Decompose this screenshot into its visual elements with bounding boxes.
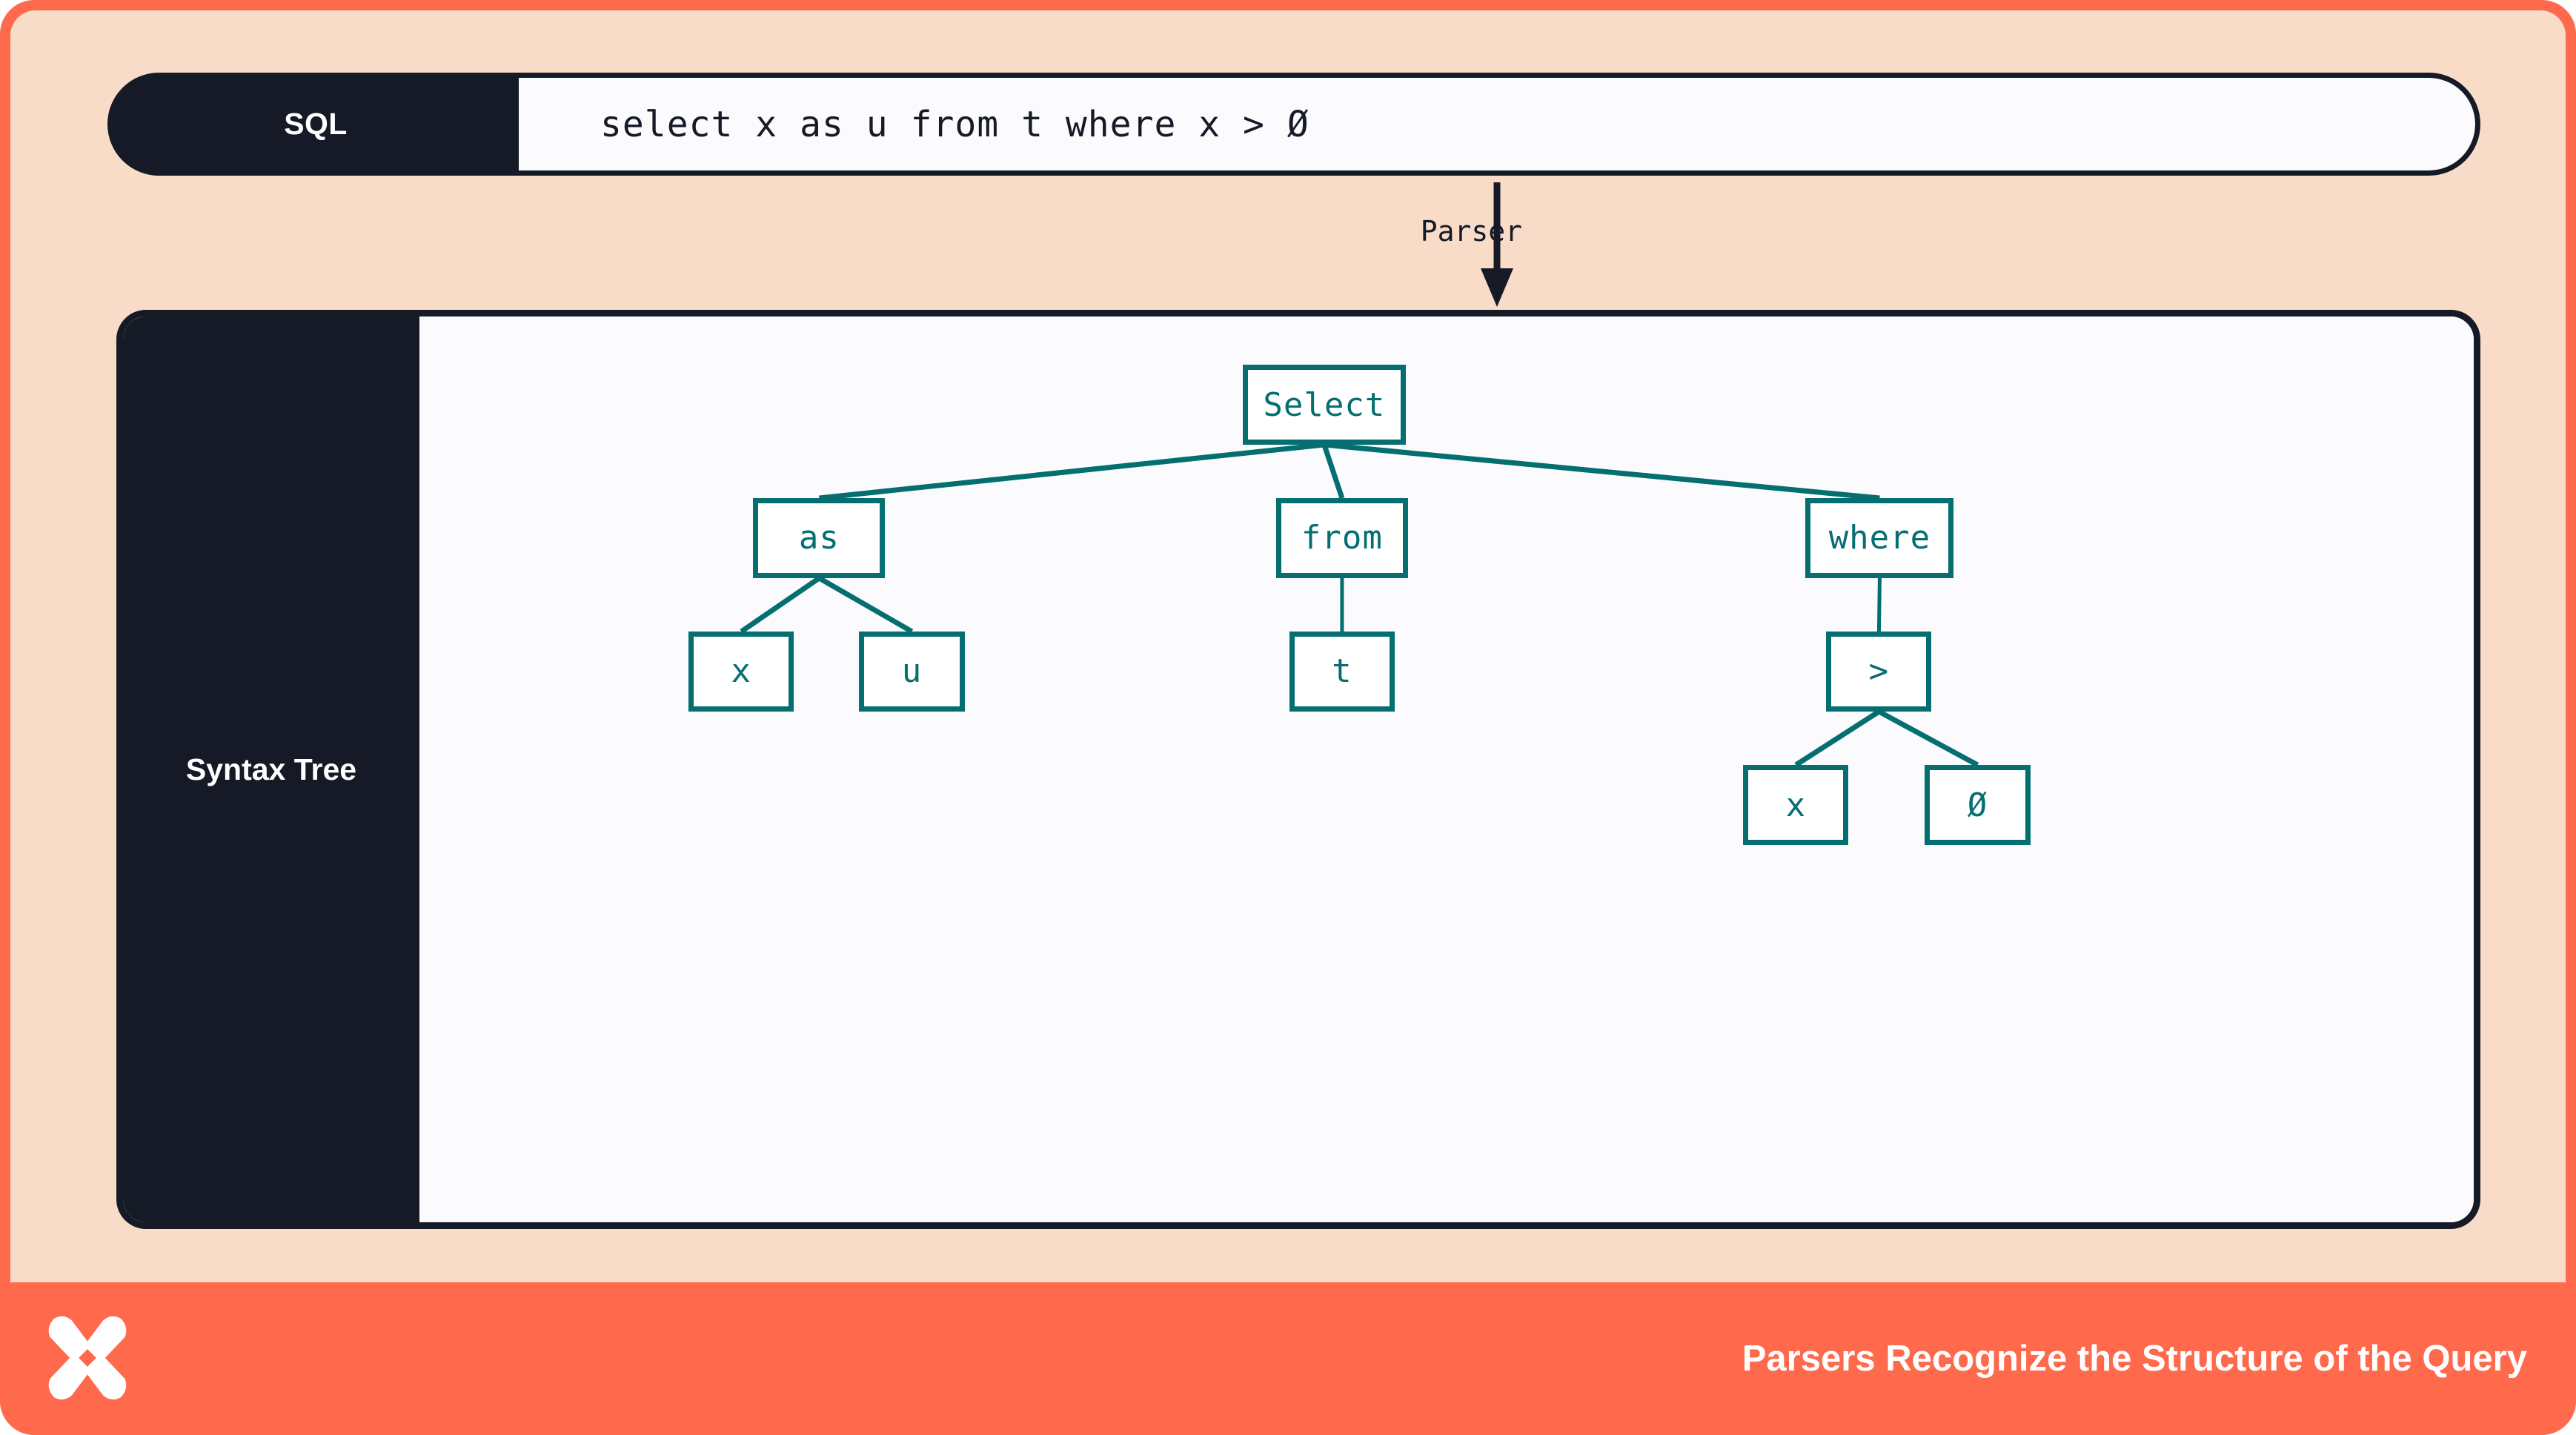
tree-node-label: t [1332,652,1352,691]
footer-caption: Parsers Recognize the Structure of the Q… [1742,1339,2527,1379]
tree-node-label: where [1828,519,1931,557]
tree-edge [819,442,1325,501]
tree-edge-layer [740,442,1979,768]
syntax-tree-label: Syntax Tree [123,317,419,1222]
sql-query-text[interactable]: select x as u from t where x > Ø [519,78,2475,170]
down-arrow-icon [1481,182,1513,307]
parser-label: Parser [1420,215,1522,248]
tree-node-label: Ø [1967,786,1988,824]
parser-transform: Parser [1300,182,1611,308]
tree-node-t[interactable]: t [1289,631,1395,712]
tree-edge [1321,443,1345,500]
tree-node-label: from [1301,519,1383,557]
tree-node-from[interactable]: from [1275,497,1408,578]
tree-edge [1877,709,1979,768]
tree-node-u[interactable]: u [859,631,965,712]
tree-node-where[interactable]: where [1805,497,1954,578]
tree-node-x2[interactable]: x [1743,765,1849,845]
tree-node-label: Select [1263,385,1386,424]
tree-node-zero[interactable]: Ø [1925,765,2031,845]
tree-node-gt[interactable]: > [1826,631,1932,712]
tree-edge [817,575,914,634]
tree-node-label: > [1868,652,1890,691]
tree-node-select[interactable]: Select [1242,365,1406,445]
star-x-logo-icon [48,1316,127,1400]
tree-node-label: as [798,519,840,557]
footer-band: Parsers Recognize the Structure of the Q… [0,1282,2576,1435]
tree-node-as[interactable]: as [753,497,886,578]
tree-edge [1794,709,1881,767]
sql-row-label: SQL [113,78,519,170]
tree-edge [740,576,821,634]
tree-node-label: x [1785,786,1807,824]
tree-node-x1[interactable]: x [688,631,794,712]
sql-input-row: SQL select x as u from t where x > Ø [107,73,2480,176]
tree-node-label: x [731,652,752,691]
tree-node-label: u [901,652,923,691]
tree-edge [1324,442,1880,501]
stage-area: SQL select x as u from t where x > Ø Par… [10,10,2566,1282]
